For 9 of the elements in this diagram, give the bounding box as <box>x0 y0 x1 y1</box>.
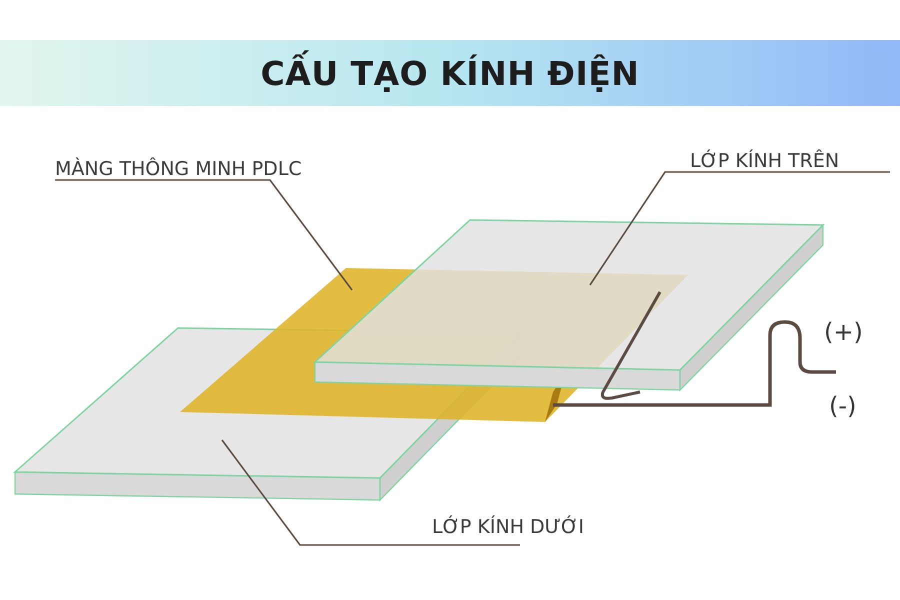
polarity-label: (-) <box>829 392 856 420</box>
leader-line <box>221 440 520 546</box>
polarity-label: (+) <box>824 318 863 346</box>
leader-line <box>589 171 890 286</box>
leader-line <box>55 179 353 290</box>
part-label: LỚP KÍNH TRÊN <box>690 140 840 172</box>
glass-sheet <box>313 218 825 392</box>
part-label: MÀNG THÔNG MINH PDLC <box>55 148 302 180</box>
part-label: LỚP KÍNH DƯỚI <box>432 506 584 538</box>
